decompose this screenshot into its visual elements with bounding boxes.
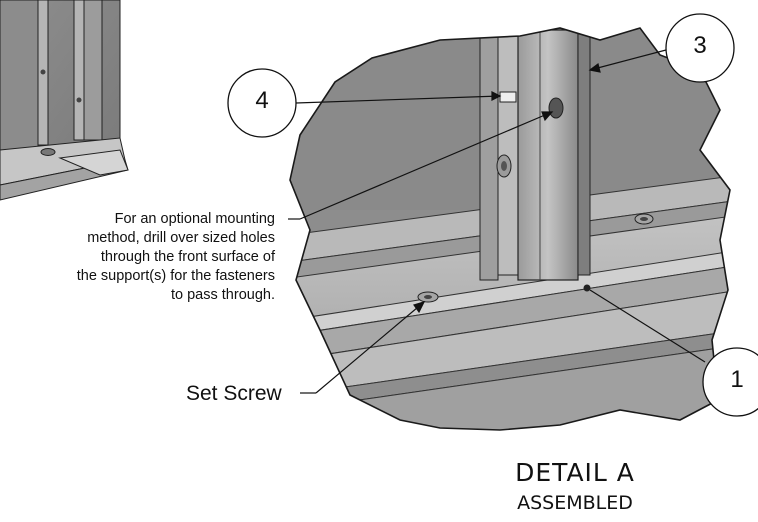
note-line: For an optional mounting bbox=[114, 211, 275, 227]
note-line: the support(s) for the fasteners bbox=[76, 268, 275, 284]
note-line: to pass through. bbox=[171, 287, 275, 303]
detail-title: DETAIL A bbox=[515, 458, 635, 487]
set-screw-label: Set Screw bbox=[186, 382, 282, 405]
note-line: through the front surface of bbox=[100, 249, 275, 265]
balloon-3 bbox=[665, 13, 735, 83]
note-line: method, drill over sized holes bbox=[87, 230, 275, 246]
callout-number-4: 4 bbox=[255, 87, 269, 114]
balloon-1 bbox=[702, 347, 758, 417]
callout-number-1: 1 bbox=[730, 366, 744, 393]
leader-lines bbox=[288, 49, 706, 394]
detail-subtitle: ASSEMBLED bbox=[517, 492, 633, 514]
detail-a-view bbox=[289, 27, 731, 431]
overview-frame-partial bbox=[0, 0, 129, 201]
callout-number-3: 3 bbox=[693, 32, 707, 59]
